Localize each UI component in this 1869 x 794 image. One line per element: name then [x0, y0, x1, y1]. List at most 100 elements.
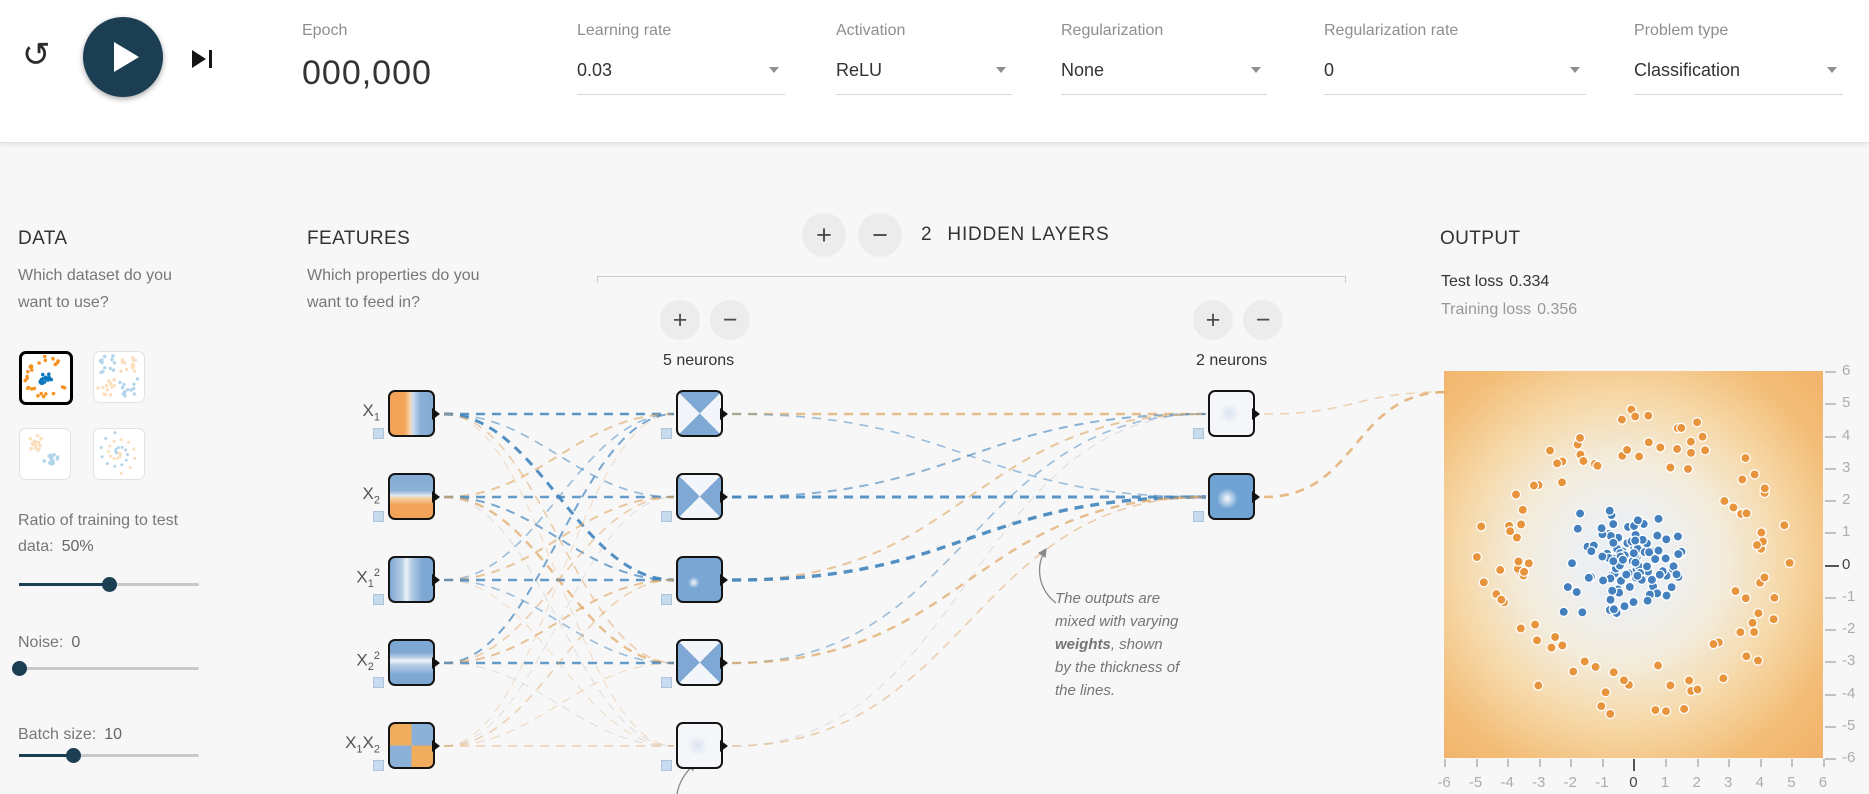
y-axis-label: -3 — [1842, 652, 1856, 670]
dataset-thumbnails — [19, 351, 169, 486]
y-axis-label: 1 — [1842, 523, 1851, 541]
x-axis-label: -3 — [1532, 774, 1546, 791]
x-axis-tick — [1570, 759, 1573, 767]
feature-label-x1: X1 — [362, 401, 380, 424]
y-axis-label: 2 — [1842, 491, 1851, 508]
y-axis-tick — [1825, 629, 1836, 631]
slider-track[interactable] — [19, 667, 199, 670]
problem-type-dropdown[interactable]: Problem type Classification — [1634, 22, 1843, 95]
y-axis-tick — [1825, 532, 1836, 535]
play-button[interactable] — [83, 17, 163, 97]
y-axis-tick — [1825, 564, 1839, 567]
x-axis-label: -1 — [1595, 774, 1609, 791]
y-axis-label: -4 — [1842, 684, 1856, 702]
noise-slider-label: Noise:0 — [18, 634, 81, 651]
x-axis-tick — [1696, 759, 1699, 767]
epoch-value: 000,000 — [302, 54, 432, 92]
layers-bracket — [597, 276, 1346, 277]
layer1-add-neuron-button[interactable]: + — [660, 300, 700, 340]
step-button[interactable] — [192, 50, 212, 68]
feature-bias-square — [373, 760, 384, 771]
data-panel-title: DATA — [18, 228, 68, 249]
y-axis-label: -1 — [1842, 587, 1856, 605]
layer1-neuron-4 — [676, 639, 728, 686]
feature-label-x1sq: X12 — [356, 567, 380, 591]
dataset-spiral[interactable] — [93, 428, 145, 480]
hidden-layers-label: HIDDEN LAYERS — [947, 224, 1110, 245]
batch-size-slider[interactable] — [19, 747, 199, 763]
neuron-bias-square — [661, 511, 672, 522]
y-axis-label: 6 — [1842, 362, 1851, 379]
y-axis-tick — [1825, 403, 1836, 406]
regularization-label: Regularization — [1061, 22, 1164, 39]
y-axis-label: 3 — [1842, 458, 1851, 476]
add-layer-button[interactable]: + — [802, 213, 846, 257]
layer1-neuron-1 — [676, 390, 728, 437]
feature-node-x2sq[interactable] — [388, 639, 440, 686]
feature-bias-square — [373, 511, 384, 522]
learning-rate-dropdown[interactable]: Learning rate 0.03 — [577, 22, 785, 95]
slider-fill — [19, 583, 109, 586]
learning-rate-label: Learning rate — [577, 22, 672, 39]
annotation-line: the lines. — [1055, 682, 1116, 699]
feature-node-x1x2[interactable] — [388, 722, 440, 769]
x-axis-tick — [1728, 759, 1731, 767]
annotation-arrow — [1037, 547, 1057, 604]
y-axis-label: 5 — [1842, 394, 1851, 412]
neuron-bias-square — [1193, 428, 1204, 439]
chevron-down-icon — [1570, 67, 1580, 73]
remove-layer-button[interactable]: − — [858, 213, 902, 257]
slider-thumb[interactable] — [102, 577, 117, 592]
feature-node-x1sq[interactable] — [388, 556, 440, 603]
regularization-dropdown[interactable]: Regularization None — [1061, 22, 1267, 95]
feature-node-x2[interactable] — [388, 473, 440, 520]
training-loss-value: 0.356 — [1537, 301, 1578, 318]
dataset-circle[interactable] — [19, 351, 73, 405]
ratio-slider[interactable] — [19, 576, 199, 592]
reset-button[interactable]: ↺ — [22, 38, 51, 72]
dataset-gaussian[interactable] — [19, 428, 71, 480]
x-axis-label: -4 — [1500, 774, 1514, 791]
x-axis-label: 4 — [1755, 774, 1764, 791]
layer2-neuron-1 — [1208, 390, 1260, 437]
test-loss-value: 0.334 — [1509, 273, 1550, 290]
activation-dropdown[interactable]: Activation ReLU — [836, 22, 1012, 95]
learning-rate-value: 0.03 — [577, 60, 613, 80]
slider-thumb[interactable] — [12, 661, 27, 676]
problem-type-value: Classification — [1634, 60, 1741, 80]
annotation-line: mixed with varying — [1055, 613, 1179, 630]
annotation-line: by the thickness of — [1055, 659, 1180, 676]
test-loss-label: Test loss — [1441, 273, 1504, 290]
neuron-bias-square — [661, 428, 672, 439]
x-axis-label: -6 — [1437, 774, 1451, 791]
step-forward-bar — [209, 50, 212, 68]
x-axis-tick — [1507, 759, 1510, 767]
layer2-remove-neuron-button[interactable]: − — [1243, 300, 1283, 340]
x-axis-tick — [1633, 759, 1636, 771]
feature-label-x2sq: X22 — [356, 650, 380, 674]
layer1-neuron-2 — [676, 473, 728, 520]
features-panel-question: Which properties do you want to feed in? — [307, 267, 480, 311]
training-loss-label: Training loss — [1441, 301, 1532, 318]
layer2-add-neuron-button[interactable]: + — [1193, 300, 1233, 340]
layer1-remove-neuron-button[interactable]: − — [710, 300, 750, 340]
annotation-line: weights, shown — [1055, 636, 1163, 653]
x-axis-label: 3 — [1724, 774, 1733, 791]
hidden-layers-title: 2 HIDDEN LAYERS — [921, 224, 1110, 246]
feature-label-x1x2: X1X2 — [345, 733, 380, 756]
annotation-line: The outputs are — [1055, 590, 1161, 607]
layers-bracket-left-tick — [597, 276, 598, 283]
slider-thumb[interactable] — [66, 748, 81, 763]
layer1-neuron-5 — [676, 722, 728, 769]
dataset-xor[interactable] — [93, 351, 145, 403]
y-axis-tick — [1825, 725, 1836, 728]
feature-node-x1[interactable] — [388, 390, 440, 437]
data-panel-question: Which dataset do you want to use? — [18, 267, 172, 311]
x-axis-tick — [1665, 759, 1668, 767]
slider-track[interactable] — [19, 754, 199, 757]
regularization-rate-dropdown[interactable]: Regularization rate 0 — [1324, 22, 1586, 95]
x-axis-label: 5 — [1787, 774, 1796, 791]
noise-slider[interactable] — [12, 660, 199, 676]
regularization-rate-value: 0 — [1324, 60, 1335, 80]
